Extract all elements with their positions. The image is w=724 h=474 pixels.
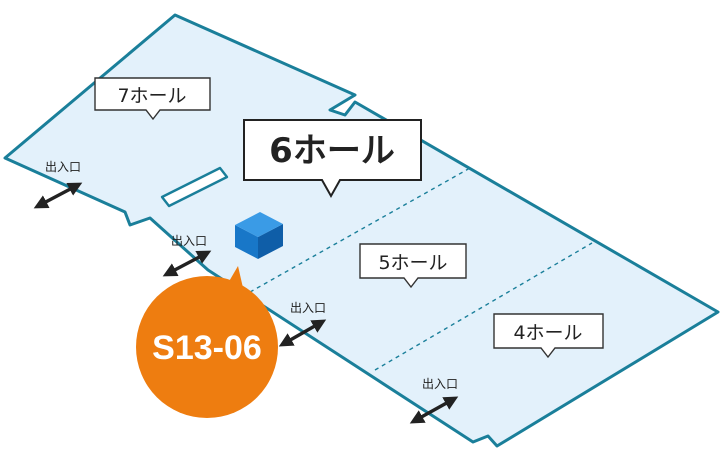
entrance-2-label: 出入口 xyxy=(171,234,207,248)
hall-slot xyxy=(160,166,229,208)
entrance-3-label: 出入口 xyxy=(290,301,326,315)
hall-divider-6-5 xyxy=(242,167,471,297)
hall-6-label: 6ホール xyxy=(269,131,395,171)
hall-5-label: 5ホール xyxy=(378,252,447,274)
entrance-4-label: 出入口 xyxy=(422,377,458,391)
entrance-4: 出入口 xyxy=(409,377,459,424)
hall-7-callout: 7ホール xyxy=(94,77,211,121)
entrance-1-label: 出入口 xyxy=(45,160,81,174)
hall-4-callout: 4ホール xyxy=(493,313,604,359)
hall-6-callout: 6ホール xyxy=(243,119,422,199)
entrance-1: 出入口 xyxy=(33,160,83,209)
entrance-3-arrow-icon xyxy=(278,319,327,347)
hall-7-label: 7ホール xyxy=(117,85,186,107)
hall-4-label: 4ホール xyxy=(513,322,582,344)
entrance-3: 出入口 xyxy=(278,301,327,347)
entrance-2: 出入口 xyxy=(162,234,212,277)
entrance-2-arrow-icon xyxy=(162,250,212,277)
hall-divider-5-4 xyxy=(374,242,593,371)
entrance-4-arrow-icon xyxy=(409,396,459,424)
blue-cube-booth-icon xyxy=(235,212,283,259)
entrance-1-arrow-icon xyxy=(33,182,83,209)
booth-marker: S13-06 xyxy=(136,266,278,418)
booth-code: S13-06 xyxy=(152,329,262,367)
hall-5-callout: 5ホール xyxy=(359,243,467,289)
